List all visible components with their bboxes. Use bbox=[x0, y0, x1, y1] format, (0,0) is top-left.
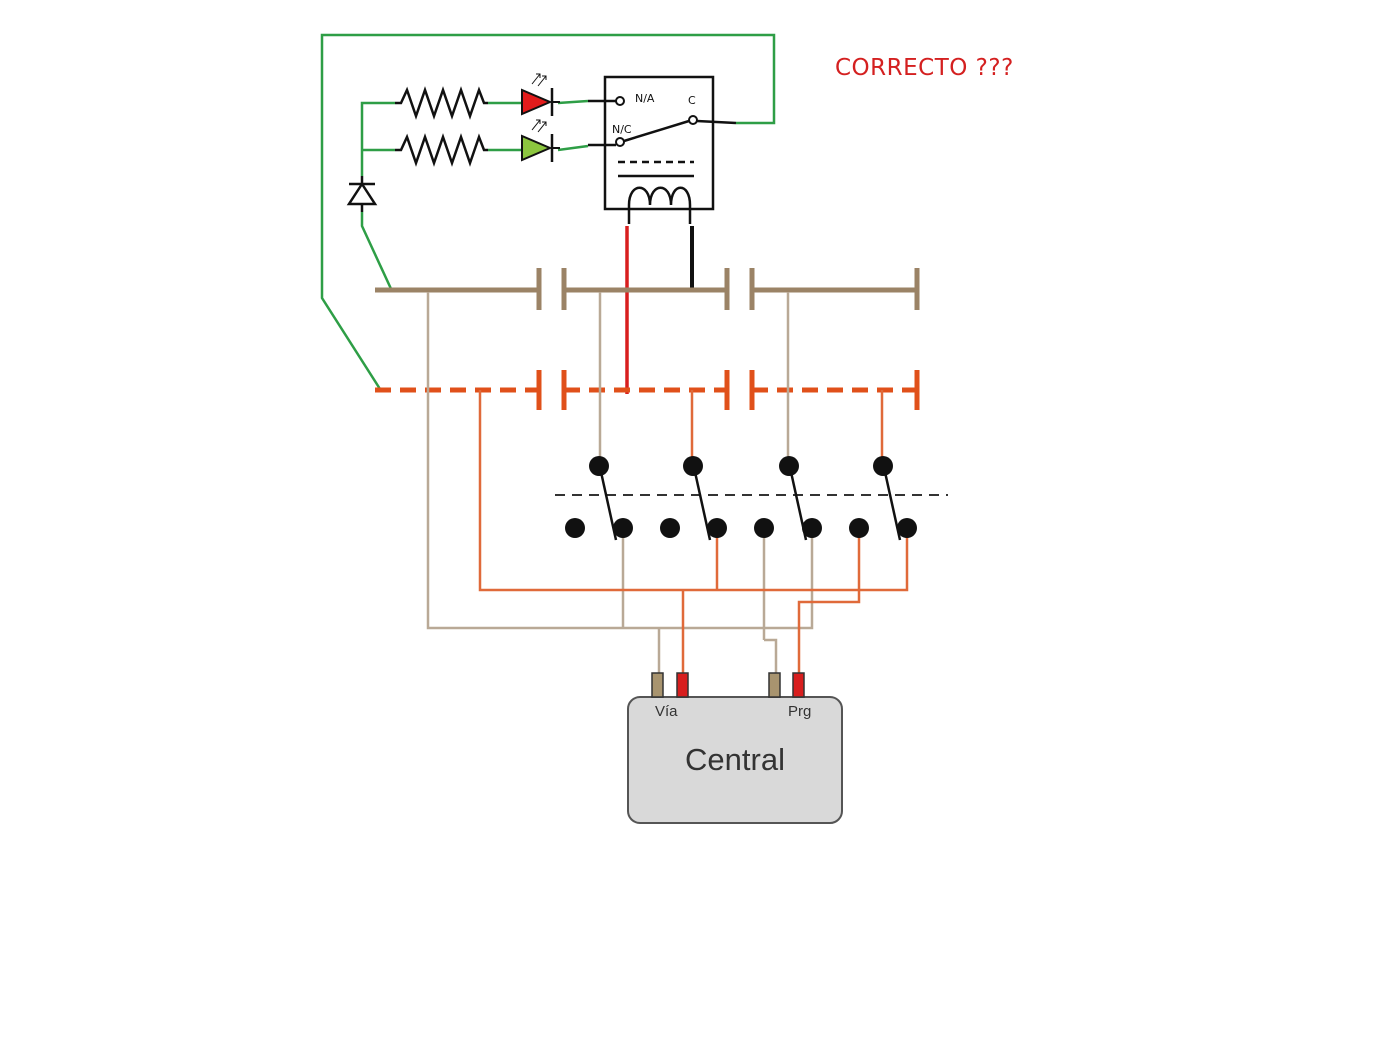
green-loop-wire bbox=[320, 33, 776, 390]
relay-nc-label: N/C bbox=[612, 123, 632, 136]
led-green bbox=[521, 119, 560, 162]
relay-nc-contact bbox=[615, 137, 625, 147]
switch-3 bbox=[754, 456, 822, 541]
central-label: Central bbox=[685, 742, 785, 777]
relay-no-contact bbox=[615, 96, 625, 106]
via-terminal-red bbox=[676, 672, 689, 698]
central-unit: Vía Prg Central bbox=[627, 672, 843, 824]
green-diode-lead bbox=[360, 212, 394, 292]
green-led2-relay bbox=[557, 144, 589, 152]
prg-terminal-tan bbox=[768, 672, 781, 698]
switch-2 bbox=[660, 456, 727, 541]
switch-4 bbox=[849, 456, 917, 541]
switch-1 bbox=[565, 456, 633, 541]
green-bus-upper bbox=[360, 101, 395, 176]
resistor-upper bbox=[395, 86, 488, 120]
relay-armature bbox=[623, 119, 690, 143]
track-rail-solid bbox=[375, 268, 920, 310]
relay-coil-icon bbox=[627, 186, 692, 224]
green-wiring bbox=[320, 33, 776, 390]
track-rail-dashed bbox=[375, 370, 920, 410]
relay-no-label: N/A bbox=[635, 92, 655, 105]
annotation-text: CORRECTO ??? bbox=[835, 55, 1014, 81]
tan-feeders bbox=[426, 292, 814, 678]
relay: N/A N/C C bbox=[588, 75, 737, 224]
via-label: Vía bbox=[655, 703, 678, 720]
prg-terminal-red bbox=[792, 672, 805, 698]
relay-common-label: C bbox=[688, 94, 696, 107]
central-box bbox=[627, 696, 843, 824]
resistor-lower bbox=[395, 133, 488, 167]
via-terminal-tan bbox=[651, 672, 664, 698]
diode bbox=[346, 176, 378, 212]
green-led1-relay bbox=[557, 99, 589, 105]
led-red bbox=[521, 73, 560, 116]
orange-feeders bbox=[478, 390, 909, 678]
prg-label: Prg bbox=[788, 703, 811, 720]
relay-common-contact bbox=[688, 115, 698, 125]
